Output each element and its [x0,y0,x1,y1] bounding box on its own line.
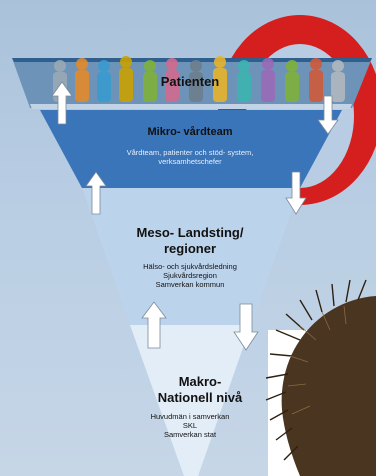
level-micro-band [40,110,342,188]
meso-title-line-1: Meso- Landsting/ [136,225,244,240]
arrow-up-left-top [51,81,73,125]
macro-line-1: Huvudmän i samverkan [150,412,230,421]
patient-band-label: Patienten [160,74,220,89]
arrow-down-right-mid [285,171,307,215]
meso-title-line-2: regioner [163,241,216,256]
arrow-down-right-low [233,303,259,351]
meso-line-3: Samverkan kommun [155,280,225,289]
macro-line-2: SKL [182,421,198,430]
level-meso-band [82,188,300,325]
meso-line-1: Hälso- och sjukvårdsledning [143,262,237,271]
macro-title-line-1: Makro- [178,374,222,389]
arrow-up-left-mid [85,171,107,215]
macro-title-line-2: Nationell nivå [157,390,243,405]
macro-line-3: Samverkan stat [163,430,217,439]
arrows [51,81,339,351]
arrow-down-right-top [317,95,339,135]
level-macro-band [130,325,251,476]
micro-title: Mikro- vårdteam [147,126,233,138]
arrow-up-left-low [141,301,167,349]
micro-line-1: Vårdteam, patienter och stöd- system, [126,148,254,157]
meso-line-2: Sjukvårdsregion [163,271,217,280]
micro-line-2: verksamhetschefer [158,157,222,166]
